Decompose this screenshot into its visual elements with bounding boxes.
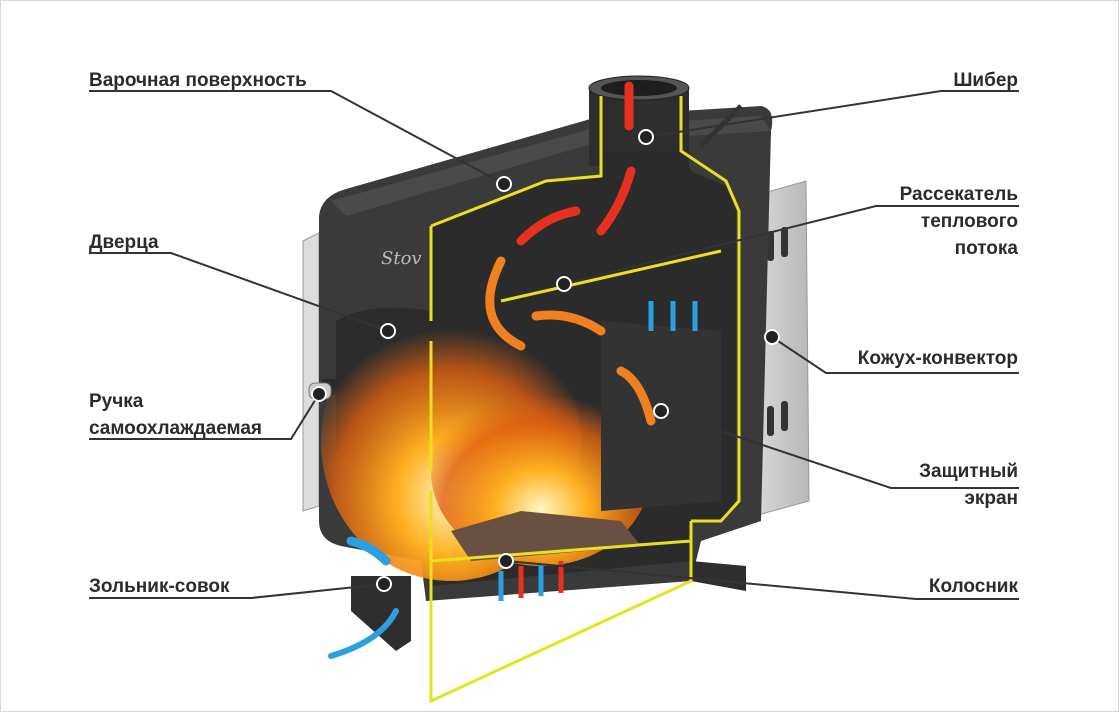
small-arrows — [498, 301, 698, 601]
brand-logo: Stov — [381, 248, 422, 269]
label-deflector: Рассекатель теплового потока — [900, 181, 1018, 262]
label-screen-line2: экран — [964, 488, 1018, 509]
label-handle: Ручка самоохлаждаемая — [89, 388, 262, 442]
label-screen-line1: Защитный — [919, 461, 1018, 482]
label-door: Дверца — [89, 232, 159, 253]
label-deflector-line2: теплового — [920, 211, 1018, 232]
label-ash-pan: Зольник-совок — [89, 576, 230, 597]
callout-dots — [311, 129, 780, 592]
label-handle-line1: Ручка — [89, 391, 144, 412]
airflow-arrows — [328, 81, 656, 659]
label-damper: Шибер — [953, 70, 1018, 91]
cutaway-outline — [429, 96, 741, 704]
label-cooking-surface: Варочная поверхность — [89, 70, 307, 91]
label-convector: Кожух-конвектор — [857, 348, 1018, 369]
label-screen: Защитный экран — [919, 458, 1018, 512]
label-deflector-line3: потока — [954, 238, 1018, 259]
label-handle-line2: самоохлаждаемая — [89, 418, 262, 439]
label-grate: Колосник — [928, 576, 1018, 597]
leader-lines — [89, 90, 1019, 600]
label-deflector-line1: Рассекатель — [899, 184, 1018, 205]
